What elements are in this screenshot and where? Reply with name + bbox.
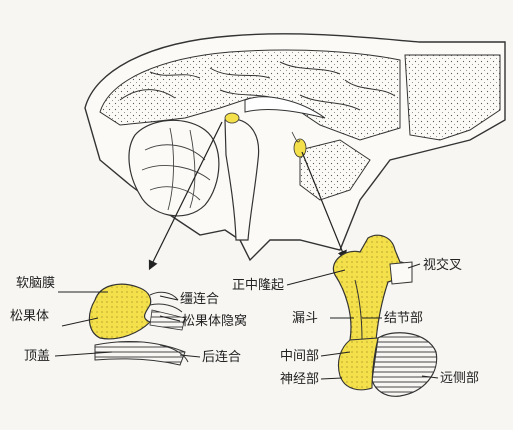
label-pineal-recess: 松果体隐窝	[182, 314, 247, 329]
label-pars-nervosa: 神经部	[280, 372, 319, 387]
brain-sagittal-section	[85, 34, 505, 260]
label-tectum: 顶盖	[24, 349, 50, 364]
label-infundibulum: 漏斗	[292, 311, 318, 326]
label-optic-chiasm: 视交叉	[423, 258, 462, 273]
label-pars-distalis: 远侧部	[440, 371, 479, 386]
label-median-eminence: 正中隆起	[232, 278, 284, 293]
label-pia-mater: 软脑膜	[16, 276, 55, 291]
label-pineal-body: 松果体	[10, 309, 49, 324]
label-habenular-commissure: 缰连合	[180, 292, 219, 307]
label-pars-tuberalis: 结节部	[384, 311, 423, 326]
label-posterior-commissure: 后连合	[202, 350, 241, 365]
label-pars-intermedia: 中间部	[280, 349, 319, 364]
